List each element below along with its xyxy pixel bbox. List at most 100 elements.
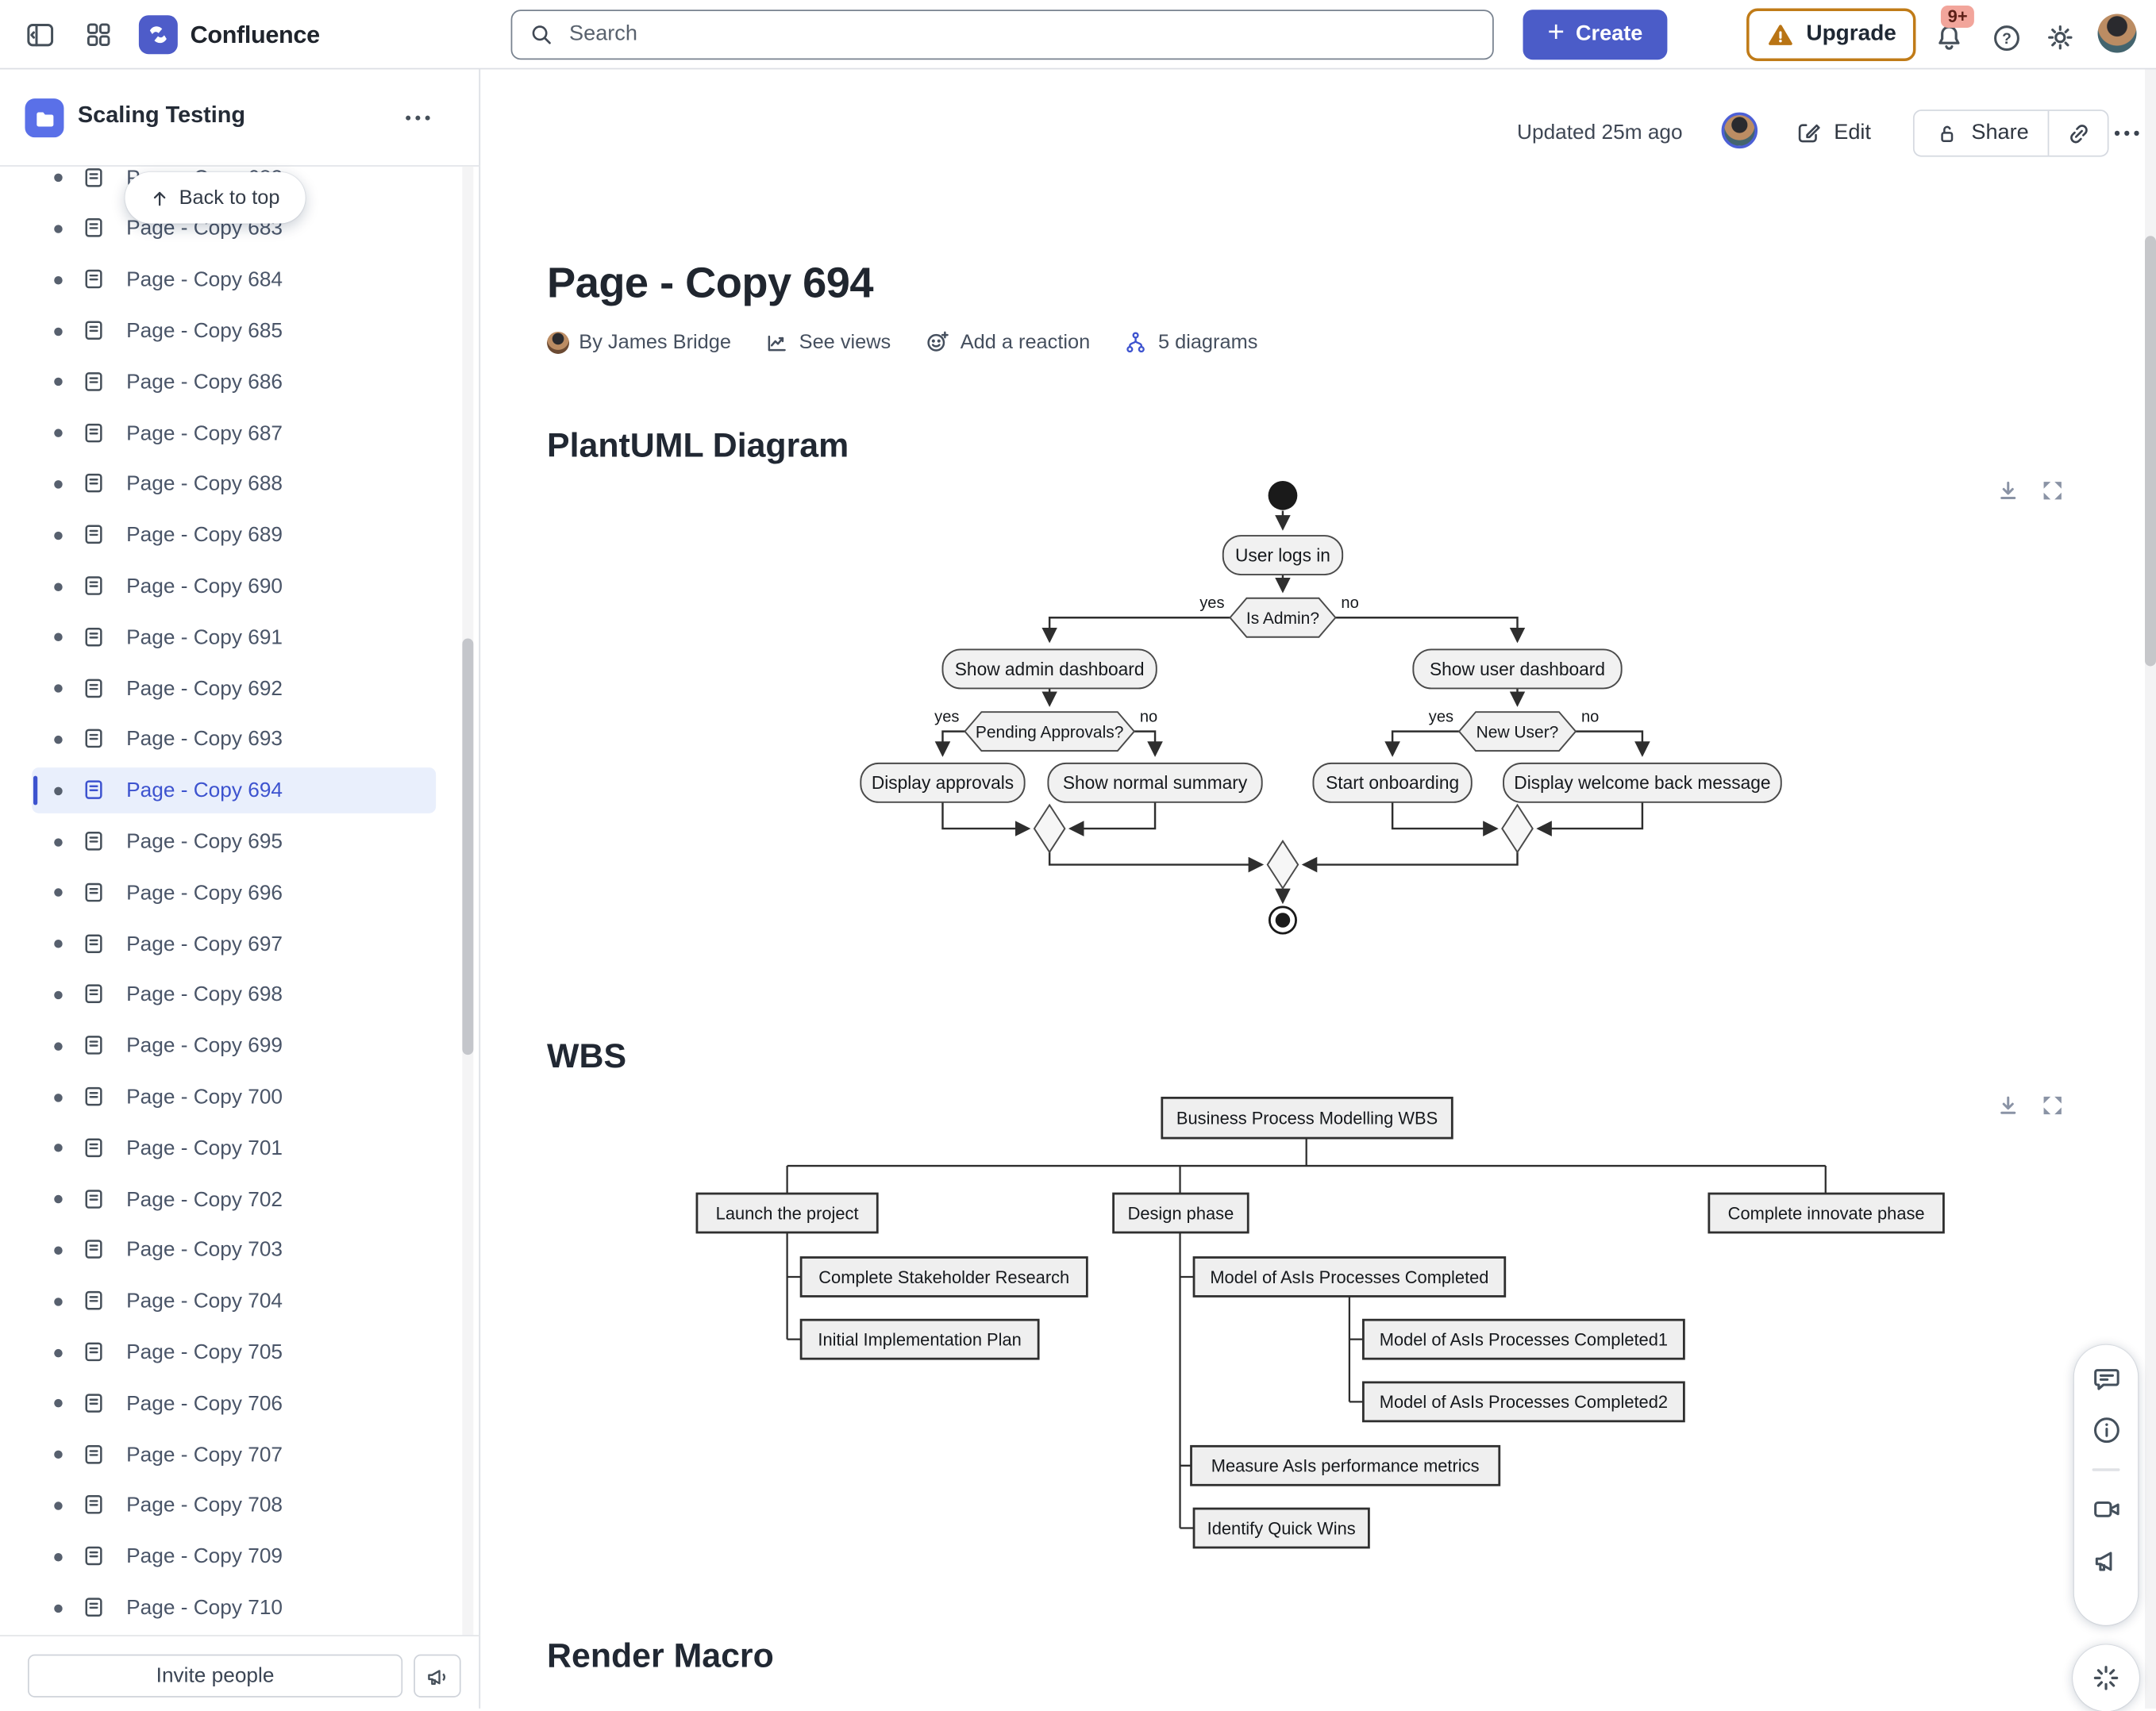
wbs-label-metrics: Measure AsIs performance metrics — [1211, 1456, 1480, 1476]
wbs-node-asis1 — [1361, 1318, 1685, 1360]
app-switcher-button[interactable] — [79, 15, 118, 54]
diagrams-count[interactable]: 5 diagrams — [1123, 329, 1257, 354]
app-grid-icon — [83, 19, 114, 49]
activity-label-summary: Show normal summary — [1063, 772, 1248, 793]
page-document-icon — [82, 1135, 106, 1159]
bullet-icon — [54, 1552, 63, 1561]
sidebar-page-item[interactable]: Page - Copy 706 — [32, 1381, 436, 1427]
feedback-megaphone-button[interactable] — [414, 1654, 461, 1698]
byline-author[interactable]: By James Bridge — [547, 331, 731, 354]
sidebar-page-item[interactable]: Page - Copy 684 — [32, 257, 436, 303]
space-header[interactable]: Scaling Testing — [0, 69, 480, 165]
expand-diagram-button[interactable] — [2041, 1094, 2065, 1117]
sidebar-page-item[interactable]: Page - Copy 686 — [32, 360, 436, 406]
ellipsis-icon — [404, 113, 432, 121]
page-document-icon — [82, 675, 106, 700]
sidebar-page-item[interactable]: Page - Copy 692 — [32, 666, 436, 712]
sidebar-page-item[interactable]: Page - Copy 703 — [32, 1228, 436, 1274]
sidebar-item-label: Page - Copy 710 — [126, 1596, 283, 1620]
space-more-button[interactable] — [397, 102, 438, 133]
app-name: Confluence — [190, 20, 321, 48]
sidebar-page-item[interactable]: Page - Copy 708 — [32, 1482, 436, 1528]
help-button[interactable]: ? — [1989, 18, 2023, 57]
sidebar-page-item[interactable]: Page - Copy 701 — [32, 1125, 436, 1171]
activity-label-onboarding: Start onboarding — [1326, 772, 1459, 793]
sidebar-item-label: Page - Copy 692 — [126, 676, 283, 701]
sidebar-page-item[interactable]: Page - Copy 699 — [32, 1023, 436, 1069]
wbs-label-asis1: Model of AsIs Processes Completed1 — [1380, 1330, 1668, 1350]
sidebar-page-item[interactable]: Page - Copy 704 — [32, 1278, 436, 1325]
page-side-toolbar — [2073, 1344, 2139, 1625]
bullet-icon — [54, 582, 63, 591]
notifications-button[interactable] — [1930, 18, 1969, 57]
sidebar-page-item[interactable]: Page - Copy 687 — [32, 410, 436, 456]
user-avatar[interactable] — [2097, 13, 2137, 53]
copy-link-button[interactable] — [2050, 111, 2108, 156]
sidebar-item-label: Page - Copy 686 — [126, 370, 283, 394]
share-button-group: Share — [1912, 110, 2110, 157]
share-button[interactable]: Share — [1915, 111, 2049, 156]
sidebar-page-item[interactable]: Page - Copy 694 — [32, 767, 437, 814]
invite-people-button[interactable]: Invite people — [27, 1654, 403, 1698]
trend-chart-icon — [764, 329, 789, 354]
page-more-button[interactable] — [2108, 117, 2146, 150]
contributor-avatar[interactable] — [1721, 112, 1758, 149]
bullet-icon — [54, 786, 63, 795]
space-name: Scaling Testing — [77, 102, 246, 128]
page-document-icon — [82, 317, 106, 342]
search-bar[interactable] — [510, 10, 1494, 60]
upgrade-label: Upgrade — [1806, 21, 1896, 46]
confluence-brand[interactable]: Confluence — [138, 15, 321, 55]
download-diagram-button[interactable] — [1996, 479, 2020, 502]
sidebar-page-item[interactable]: Page - Copy 693 — [32, 717, 436, 763]
sidebar-page-item[interactable]: Page - Copy 698 — [32, 972, 436, 1018]
upgrade-button[interactable]: Upgrade — [1746, 8, 1916, 61]
comments-button[interactable] — [2090, 1363, 2122, 1394]
main-scrollbar-thumb[interactable] — [2145, 236, 2156, 667]
sidebar-page-item[interactable]: Page - Copy 709 — [32, 1534, 436, 1580]
activity-label-welcome: Display welcome back message — [1514, 772, 1770, 793]
last-updated[interactable]: Updated 25m ago — [1517, 121, 1683, 144]
sidebar-page-item[interactable]: Page - Copy 688 — [32, 461, 436, 507]
sidebar-page-item[interactable]: Page - Copy 697 — [32, 921, 436, 967]
sidebar-page-item[interactable]: Page - Copy 702 — [32, 1176, 436, 1222]
sidebar-item-label: Page - Copy 697 — [126, 932, 283, 956]
sidebar-page-item[interactable]: Page - Copy 707 — [32, 1432, 436, 1478]
collapse-toolbar-button[interactable] — [2073, 1644, 2140, 1711]
details-info-button[interactable] — [2090, 1414, 2122, 1446]
bullet-icon — [54, 173, 63, 183]
section-heading-render-macro: Render Macro — [547, 1638, 774, 1676]
video-button[interactable] — [2090, 1494, 2122, 1525]
download-diagram-button[interactable] — [1996, 1094, 2020, 1117]
bell-icon — [1932, 21, 1965, 54]
back-to-top-button[interactable]: Back to top — [125, 171, 305, 224]
page-document-icon — [82, 167, 106, 190]
add-reaction[interactable]: Add a reaction — [924, 329, 1090, 355]
edit-button[interactable]: Edit — [1795, 111, 1871, 156]
sidebar-page-item[interactable]: Page - Copy 689 — [32, 513, 436, 559]
sidebar-page-item[interactable]: Page - Copy 690 — [32, 563, 436, 609]
create-button[interactable]: + Create — [1523, 10, 1668, 60]
section-heading-plantuml: PlantUML Diagram — [547, 428, 849, 466]
settings-button[interactable] — [2043, 18, 2077, 57]
sidebar-page-item[interactable]: Page - Copy 705 — [32, 1329, 436, 1375]
sidebar-item-label: Page - Copy 705 — [126, 1340, 283, 1365]
search-input[interactable] — [566, 21, 1476, 49]
sidebar-page-item[interactable]: Page - Copy 710 — [32, 1585, 436, 1631]
sidebar-page-item[interactable]: Page - Copy 685 — [32, 308, 436, 354]
sidebar-page-item[interactable]: Page - Copy 696 — [32, 870, 436, 916]
page-document-icon — [82, 216, 106, 240]
expand-diagram-button[interactable] — [2041, 479, 2065, 502]
sidebar-page-item[interactable]: Page - Copy 695 — [32, 819, 436, 865]
sidebar-page-item[interactable]: Page - Copy 700 — [32, 1075, 436, 1121]
announce-megaphone-button[interactable] — [2090, 1544, 2122, 1576]
see-views[interactable]: See views — [764, 329, 891, 354]
collapse-sidebar-button[interactable] — [21, 15, 60, 54]
author-avatar — [547, 331, 570, 354]
sidebar-scrollbar-thumb[interactable] — [462, 638, 474, 1055]
bullet-icon — [54, 837, 63, 846]
activity-label-yes-1: yes — [1199, 594, 1224, 612]
section-heading-wbs: WBS — [547, 1038, 627, 1076]
page-document-icon — [82, 1340, 106, 1364]
sidebar-page-item[interactable]: Page - Copy 691 — [32, 614, 436, 660]
